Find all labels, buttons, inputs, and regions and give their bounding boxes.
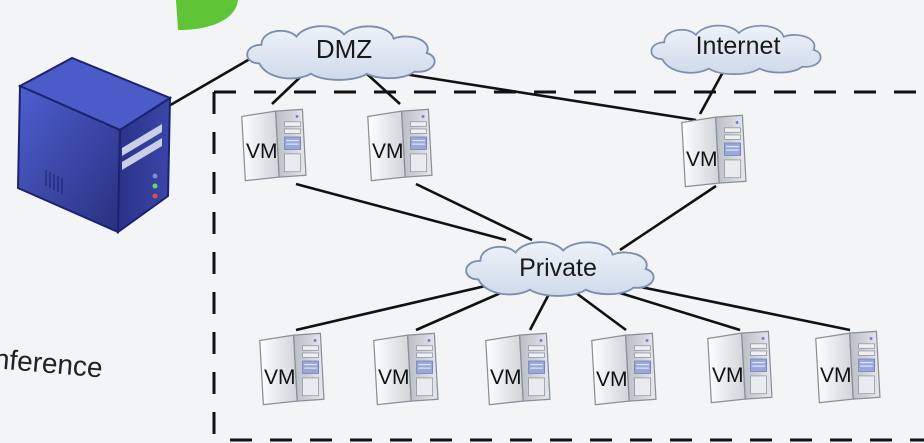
vm-label: VM <box>820 364 852 387</box>
vm-label: VM <box>246 140 278 163</box>
dmz-label: DMZ <box>316 34 372 64</box>
internet-label: Internet <box>696 32 781 60</box>
vm-server: VM <box>485 332 551 406</box>
vm-label: VM <box>264 366 296 389</box>
vm-label: VM <box>686 148 718 171</box>
network-links <box>147 49 851 332</box>
private-boundary <box>212 90 924 443</box>
vm-label: VM <box>372 140 404 163</box>
physical-server <box>16 56 173 234</box>
vm-server: VM <box>373 332 439 406</box>
leaf-shape <box>176 0 238 30</box>
vm-server: VM <box>259 332 325 406</box>
vm-server: VM <box>367 108 433 182</box>
vm-label: VM <box>712 364 744 387</box>
private-label: Private <box>519 254 597 282</box>
cloud-internet: Internet <box>650 24 822 76</box>
vm-server: VM <box>815 330 881 404</box>
vm-server: VM <box>681 114 747 188</box>
cloud-private: Private <box>465 240 655 298</box>
vm-server: VM <box>591 332 657 406</box>
vm-label: VM <box>490 366 522 389</box>
vm-server: VM <box>241 108 307 182</box>
vm-server: VM <box>707 330 773 404</box>
vm-label: VM <box>378 366 410 389</box>
cloud-dmz: DMZ <box>246 25 436 82</box>
vm-label: VM <box>596 368 628 391</box>
